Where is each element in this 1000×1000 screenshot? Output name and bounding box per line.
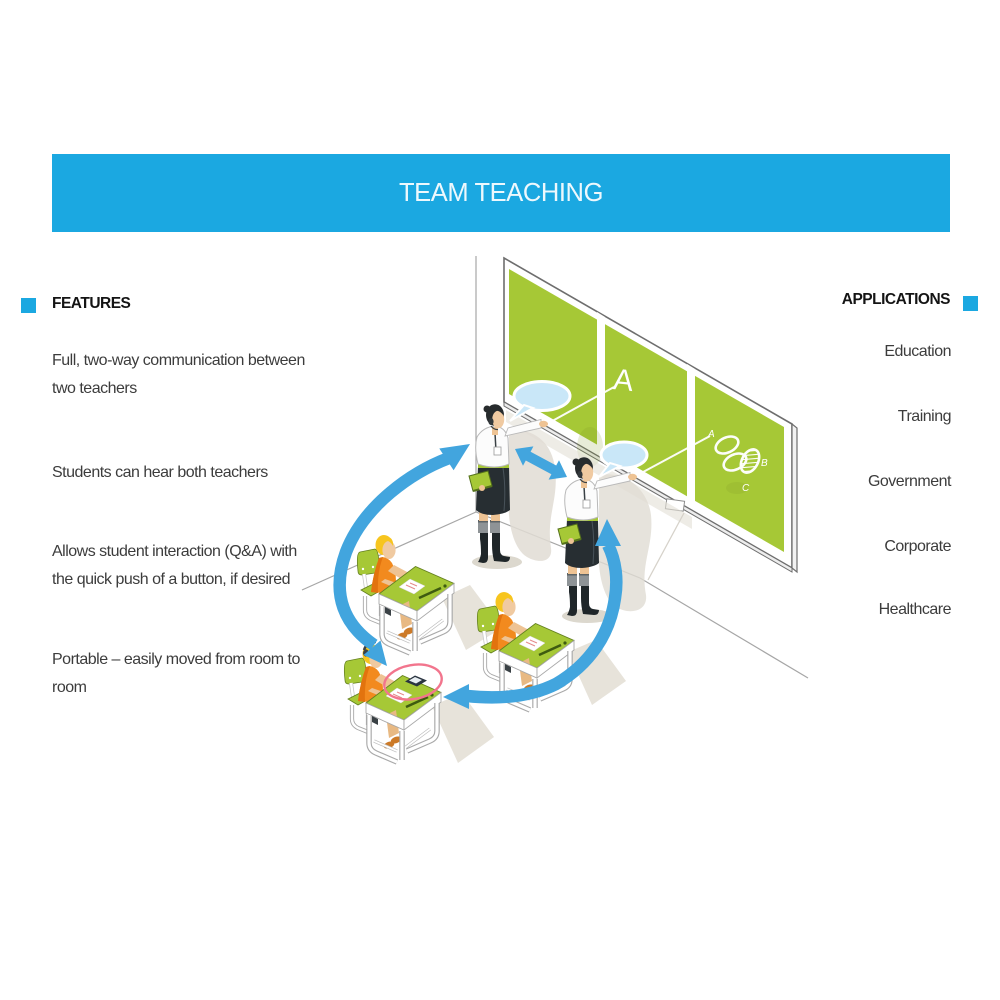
svg-text:A: A	[612, 363, 635, 398]
svg-text:C: C	[742, 483, 750, 494]
svg-text:B: B	[761, 458, 768, 469]
svg-text:A: A	[707, 429, 715, 440]
